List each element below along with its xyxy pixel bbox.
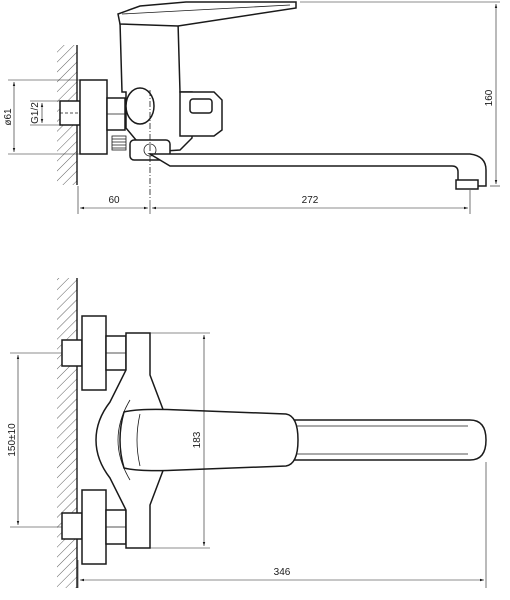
side-view: 160 ø61 G1/2 60 272	[3, 1, 500, 214]
top-view: 150±10 183 346	[7, 278, 487, 588]
top-upper-inlet	[61, 339, 83, 367]
dim-g12-label: G1/2	[30, 102, 41, 124]
side-spout	[147, 153, 487, 187]
top-upper-flange	[81, 315, 107, 391]
side-handle-lever	[117, 1, 297, 27]
side-handle-line	[121, 4, 291, 15]
top-spout	[289, 419, 487, 461]
dim-183-label: 183	[192, 431, 203, 448]
dim-60-label: 60	[108, 195, 120, 206]
top-wall-hatch	[57, 278, 77, 588]
side-thread	[111, 135, 127, 151]
top-lower-flange	[81, 489, 107, 565]
side-diverter-button	[189, 98, 213, 114]
top-lower-inlet	[61, 512, 83, 540]
dim-150-label: 150±10	[7, 423, 18, 457]
dim-160-label: 160	[484, 89, 495, 106]
side-flange	[79, 79, 108, 155]
top-handle-inner	[136, 413, 141, 467]
dim-272-label: 272	[302, 195, 319, 206]
dim-346-label: 346	[274, 567, 291, 578]
side-connector-ring	[125, 87, 155, 125]
dim-61-label: ø61	[3, 108, 14, 126]
side-aerator	[455, 179, 479, 190]
top-handle-lever	[119, 408, 299, 472]
side-thread-zigzag	[112, 138, 126, 149]
